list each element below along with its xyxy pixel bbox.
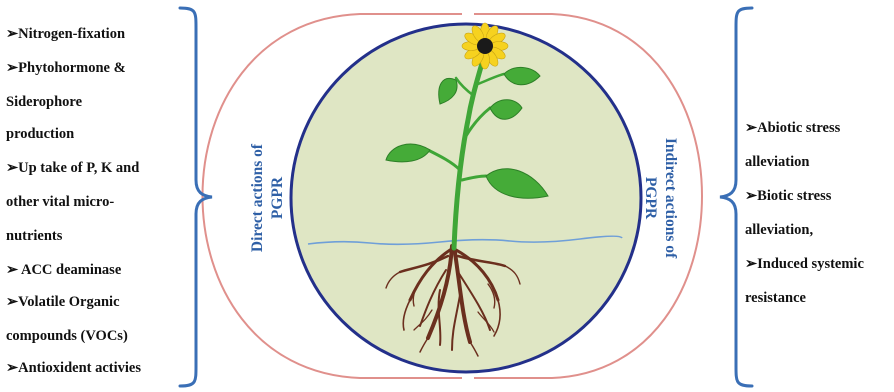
list-item: other vital micro- <box>6 194 114 211</box>
list-item: ➢Abiotic stress <box>745 120 840 137</box>
direct-label-line2: PGPR <box>269 176 286 219</box>
list-item: alleviation <box>745 154 809 171</box>
list-item: ➢Nitrogen-fixation <box>6 26 125 43</box>
list-item: Siderophore <box>6 94 82 111</box>
indirect-label-line2: PGPR <box>642 177 659 220</box>
list-item: production <box>6 126 74 143</box>
list-item: ➢ ACC deaminase <box>6 262 121 279</box>
left-brace <box>180 8 212 386</box>
indirect-label-line1: Indirect actions of <box>662 138 679 259</box>
list-item: ➢Induced systemic <box>745 256 864 273</box>
list-item: nutrients <box>6 228 62 245</box>
list-item: resistance <box>745 290 806 307</box>
direct-actions-label: Direct actions of PGPR <box>249 143 286 252</box>
list-item: ➢Biotic stress <box>745 188 831 205</box>
list-item: ➢Phytohormone & <box>6 60 126 77</box>
list-item: ➢Volatile Organic <box>6 294 120 311</box>
list-item: compounds (VOCs) <box>6 328 128 345</box>
list-item: ➢Antioxident activies <box>6 360 141 377</box>
indirect-actions-label: Indirect actions of PGPR <box>642 138 679 259</box>
direct-label-line1: Direct actions of <box>249 143 266 252</box>
list-item: alleviation, <box>745 222 813 239</box>
list-item: ➢Up take of P, K and <box>6 160 139 177</box>
